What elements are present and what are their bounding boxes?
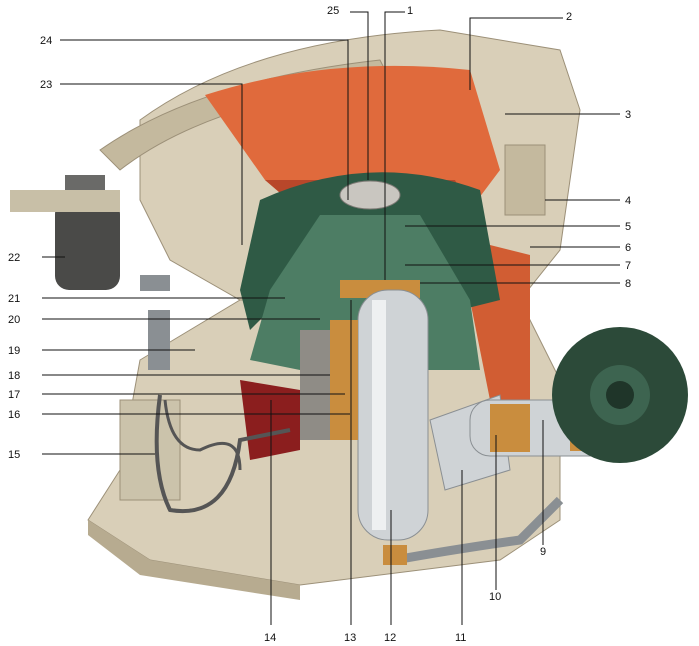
inner-housing (300, 330, 330, 440)
hydraulic-cylinder (119, 399, 181, 501)
callout-15: 15 (8, 449, 20, 461)
callout-25: 25 (327, 5, 339, 17)
callout-6: 6 (625, 242, 631, 254)
leader-2 (469, 17, 563, 90)
callout-3: 3 (625, 109, 631, 121)
leader-25 (350, 11, 369, 180)
frame-shadow (88, 520, 300, 600)
feed-hopper-liner (205, 65, 500, 210)
callout-11: 11 (455, 632, 466, 644)
hydraulic-motor (55, 200, 120, 290)
clamp-cylinder (504, 144, 546, 216)
hydraulic-hose-a (154, 394, 291, 514)
callout-18: 18 (8, 370, 20, 382)
crusher-illustration (10, 29, 688, 600)
callout-4: 4 (625, 195, 631, 207)
hydraulic-motor-bracket (10, 190, 120, 212)
callout-12: 12 (384, 632, 396, 644)
callout-16: 16 (8, 409, 20, 421)
callout-5: 5 (625, 221, 631, 233)
callout-13: 13 (344, 632, 356, 644)
callout-labels: 25 1 2 24 23 3 4 5 6 7 8 22 21 20 19 18 … (8, 5, 631, 644)
drive-pulley-bore (606, 381, 634, 409)
callout-24: 24 (40, 35, 52, 47)
lube-pipe (394, 496, 564, 565)
cylinder-nut (140, 275, 170, 291)
callout-20: 20 (8, 314, 20, 326)
callout-19: 19 (8, 345, 20, 357)
hydraulic-hose-b (163, 399, 242, 471)
callout-10: 10 (489, 591, 501, 603)
callout-22: 22 (8, 252, 20, 264)
pipe-fitting (383, 545, 407, 565)
callout-21: 21 (8, 293, 20, 305)
main-shaft (357, 289, 429, 541)
dust-seal-red (240, 380, 300, 460)
callout-14: 14 (264, 632, 276, 644)
callout-1: 1 (407, 5, 413, 17)
cylinder-rod (148, 310, 170, 370)
callout-7: 7 (625, 260, 631, 272)
callout-23: 23 (40, 79, 52, 91)
leader-lines (42, 11, 620, 625)
countershaft-bushing-a (490, 404, 530, 452)
leader-24 (60, 39, 349, 200)
callout-8: 8 (625, 278, 631, 290)
concave-green (240, 172, 500, 330)
callout-2: 2 (566, 11, 572, 23)
feed-plate (339, 180, 401, 210)
leader-23 (60, 83, 243, 245)
callout-9: 9 (540, 546, 546, 558)
main-shaft-highlight (372, 300, 386, 530)
eccentric-bushing (330, 320, 358, 440)
leader-1 (384, 11, 405, 280)
callout-17: 17 (8, 389, 20, 401)
